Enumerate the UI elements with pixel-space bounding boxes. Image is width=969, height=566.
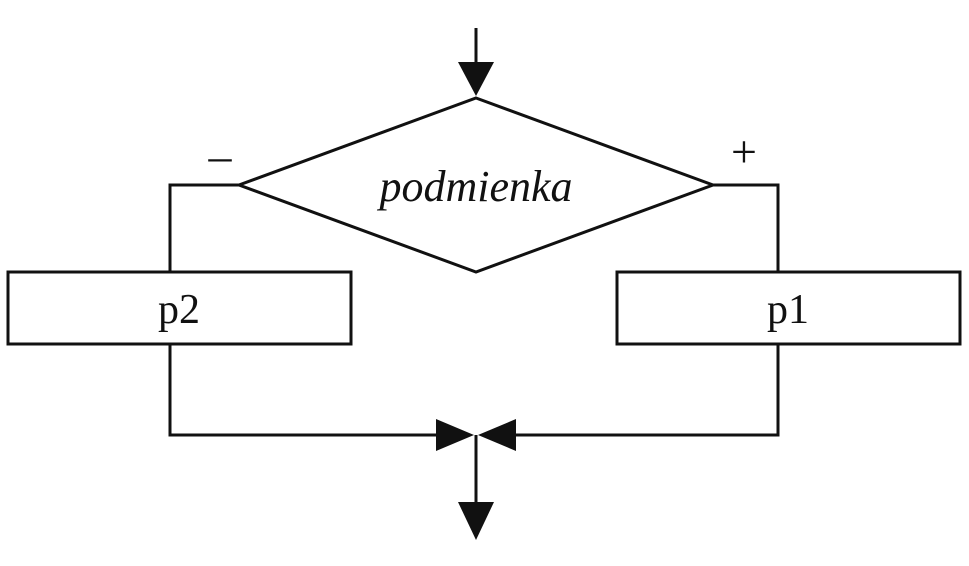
true-branch-sign: + [731, 126, 757, 177]
false-branch-connector [168, 183, 239, 272]
process-label-p1: p1 [767, 287, 809, 333]
merge-line-left [168, 344, 440, 437]
merge-arrow-head-right [478, 419, 516, 451]
true-branch-connector [713, 183, 780, 272]
decision-diamond [234, 96, 718, 274]
merge-line-right [512, 344, 780, 437]
exit-arrow-head [458, 502, 494, 540]
process-label-p2: p2 [158, 287, 200, 333]
decision-label: podmienka [376, 162, 572, 211]
merge-arrow-head-left [436, 419, 474, 451]
process-box-p1 [615, 270, 962, 346]
false-branch-sign: – [208, 130, 233, 181]
entry-arrow-head [458, 62, 494, 96]
process-box-p2 [6, 270, 353, 346]
